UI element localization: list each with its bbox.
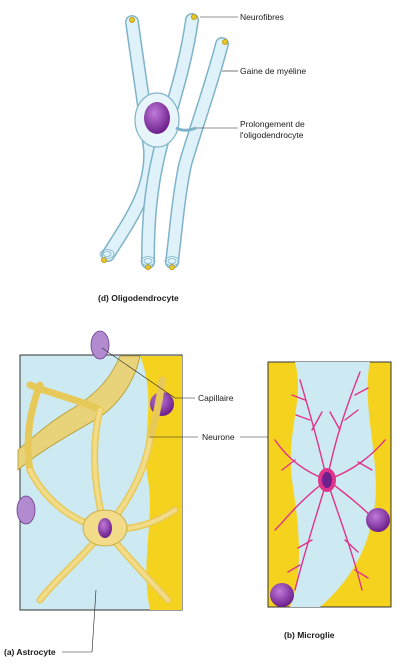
caption-microglia: (b) Microglie [284,630,335,640]
microglia-panel: (b) Microglie [268,362,391,640]
oligodendrocyte-panel: Neurofibres Gaine de myéline Prolongemen… [98,12,306,303]
astrocyte-panel: Capillaire Neurone (a) Astrocyte [4,331,283,657]
label-extension-line2: l'oligodendrocyte [240,130,304,140]
label-extension-line1: Prolongement de [240,119,305,129]
label-capillary: Capillaire [198,393,234,403]
label-myelin-sheath: Gaine de myéline [240,66,306,76]
neuron-nucleus-left [270,583,294,607]
oligodendrocyte-nucleus [144,102,170,134]
caption-astrocyte: (a) Astrocyte [4,647,56,657]
label-neurofibres: Neurofibres [240,12,284,22]
neuron-nucleus-right [366,508,390,532]
label-neuron: Neurone [202,432,235,442]
caption-oligodendrocyte: (d) Oligodendrocyte [98,293,179,303]
oligodendrocyte-process [176,128,196,130]
microglia-nucleus [322,472,332,488]
astrocyte-nucleus [98,518,112,538]
